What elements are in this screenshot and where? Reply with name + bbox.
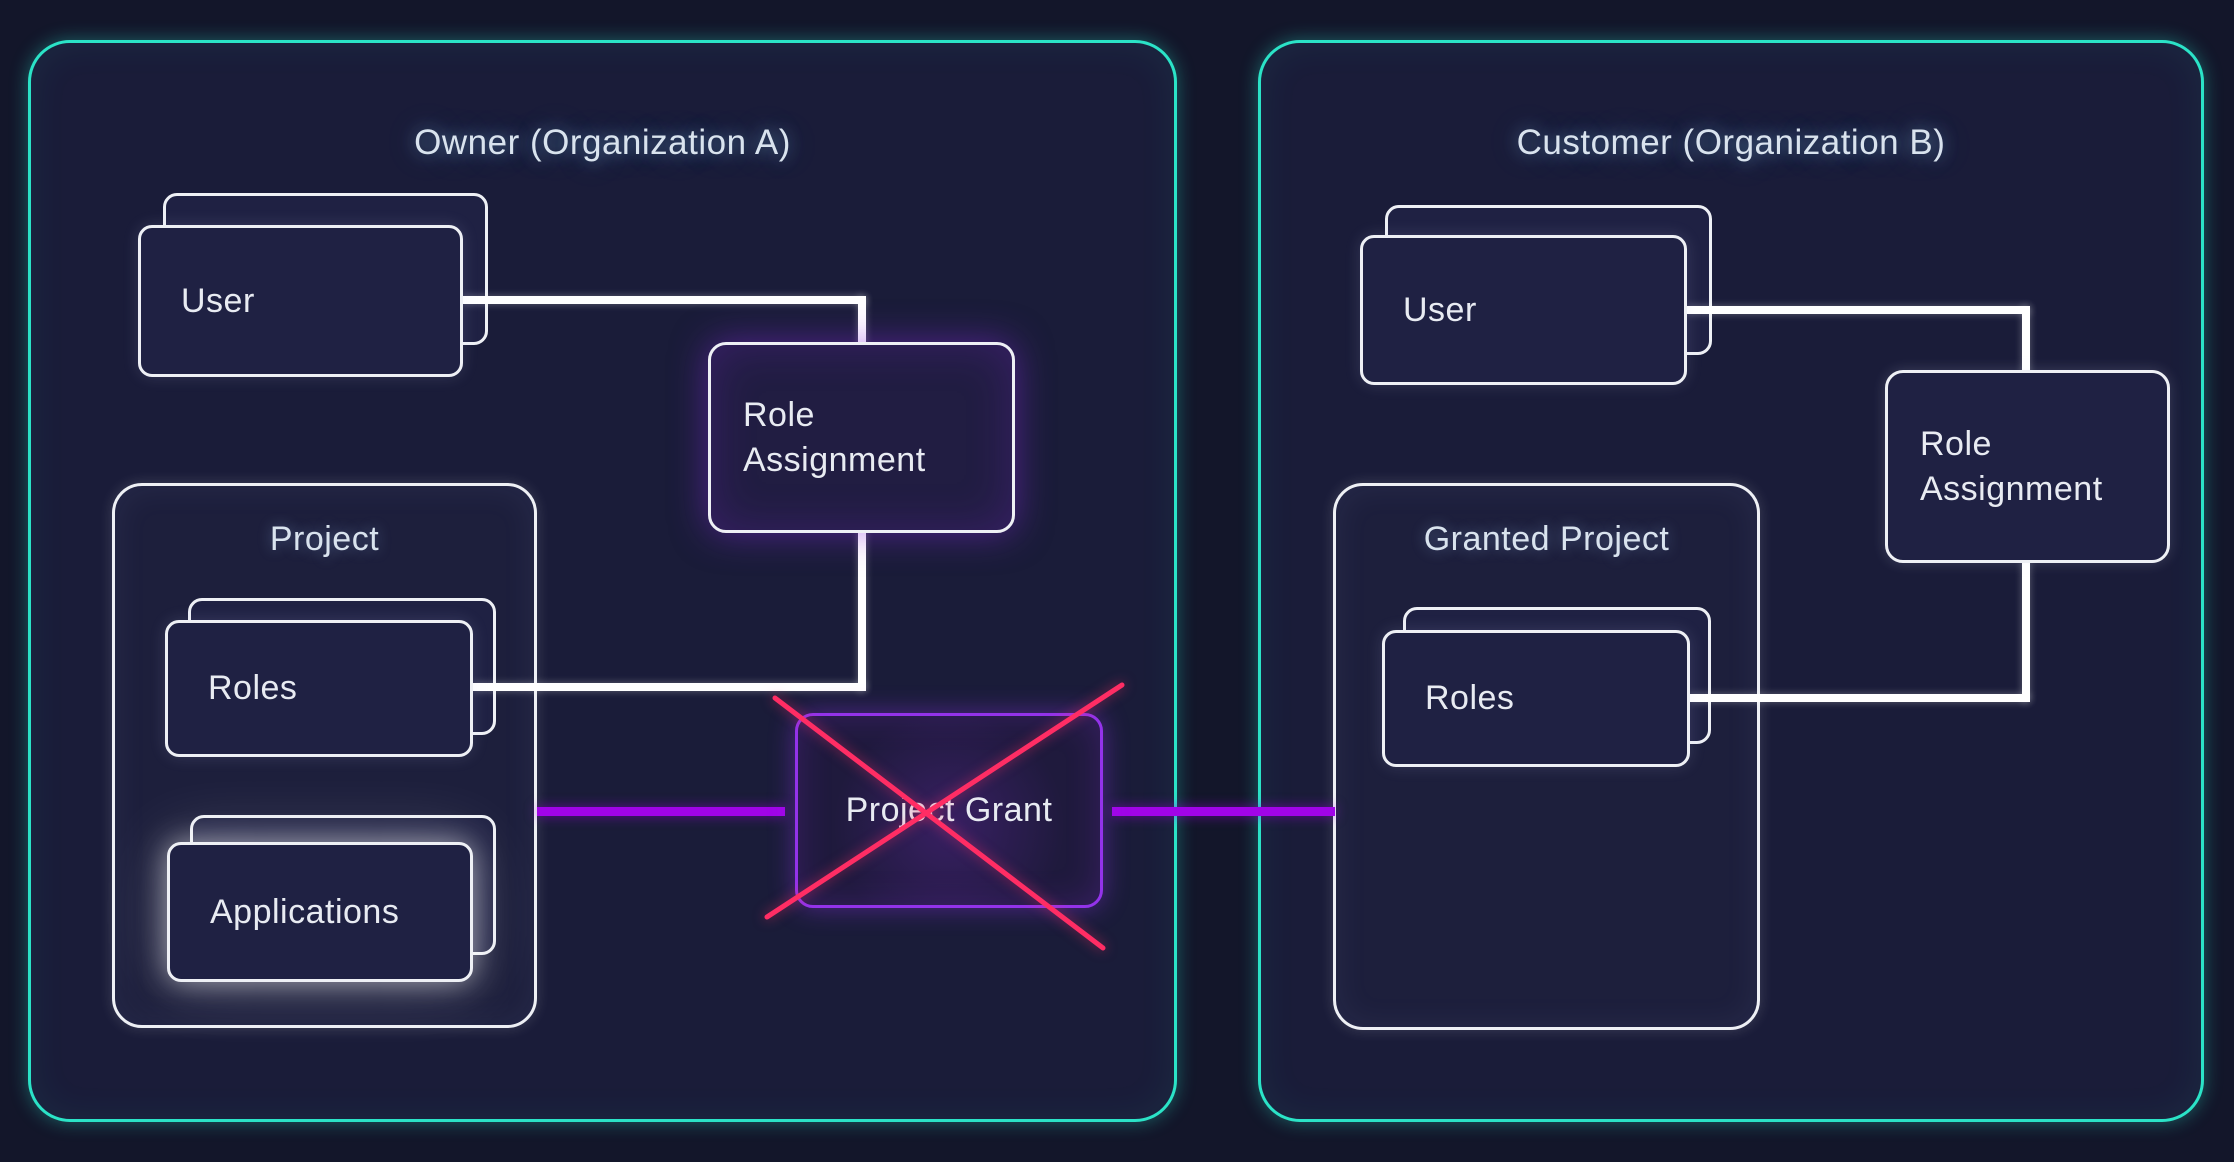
user-node-b: User xyxy=(1360,205,1712,385)
roles-label-b: Roles xyxy=(1425,679,1515,717)
roles-card-front-b: Roles xyxy=(1382,630,1690,767)
org-b-title: Customer (Organization B) xyxy=(1516,123,1946,162)
org-a-title: Owner (Organization A) xyxy=(414,123,791,162)
connector-roleassignment-b-bottom xyxy=(2022,560,2030,702)
project-title: Project xyxy=(269,520,380,558)
connector-roles-b-horizontal xyxy=(1690,694,2030,702)
roles-node-b: Roles xyxy=(1382,607,1711,767)
project-container-a: Project xyxy=(112,483,537,1028)
org-b-container: Customer (Organization B) xyxy=(1258,40,2204,1122)
user-label-b: User xyxy=(1403,290,1477,329)
cross-line-descending xyxy=(772,695,1106,951)
connector-roleassignment-a-top xyxy=(858,296,866,348)
connector-roles-a-horizontal xyxy=(473,683,866,691)
user-node-a: User xyxy=(138,193,488,377)
granted-project-container-b: Granted Project xyxy=(1333,483,1760,1030)
connector-roleassignment-b-top xyxy=(2022,306,2030,376)
roles-card-front-a: Roles xyxy=(165,620,473,757)
user-card-front-a: User xyxy=(138,225,463,377)
role-assignment-box-a: Role Assignment xyxy=(708,342,1015,533)
cross-out-mark xyxy=(764,682,1125,951)
roles-label-a: Roles xyxy=(208,669,298,707)
cross-line-ascending xyxy=(764,682,1125,920)
user-card-front-b: User xyxy=(1360,235,1687,385)
connector-user-b-horizontal xyxy=(1687,306,2030,314)
user-label-a: User xyxy=(181,281,255,320)
connector-roleassignment-a-bottom xyxy=(858,530,866,691)
applications-label-a: Applications xyxy=(210,892,400,931)
role-assignment-label-a: Role Assignment xyxy=(743,395,926,479)
roles-node-a: Roles xyxy=(165,598,496,757)
grant-connector-left xyxy=(537,807,785,816)
applications-card-front-a: Applications xyxy=(167,842,473,982)
grant-connector-right xyxy=(1112,807,1335,816)
connector-user-a-horizontal xyxy=(463,296,866,304)
project-grant-box: Project Grant xyxy=(795,713,1103,908)
role-assignment-label-b: Role Assignment xyxy=(1920,424,2103,508)
role-assignment-box-b: Role Assignment xyxy=(1885,370,2170,563)
granted-project-title: Granted Project xyxy=(1423,520,1670,558)
applications-node-a: Applications xyxy=(167,815,496,982)
